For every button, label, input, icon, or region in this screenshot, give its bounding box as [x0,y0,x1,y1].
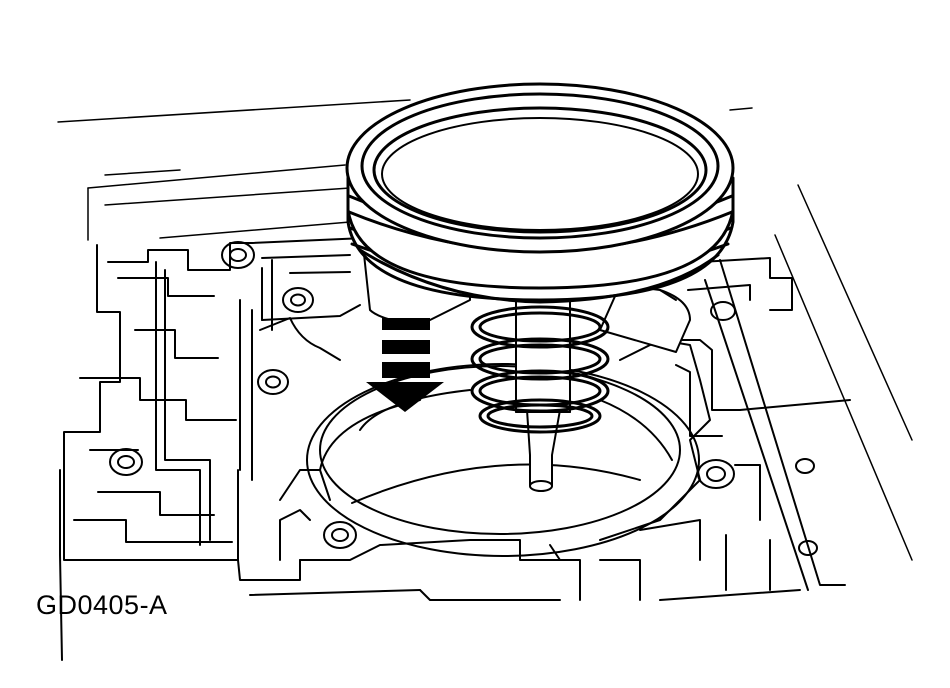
servo-piston-assembly [345,82,735,492]
bolt-hole [109,448,143,476]
figure-code: GD0405-A [36,590,168,620]
transmission-case-outline [57,99,913,561]
bolt-hole [282,287,314,313]
bolt-hole [795,458,815,474]
bolt-hole [221,241,255,269]
piston [345,82,735,304]
downward-direction-arrow [366,318,444,412]
bolt-hole [323,521,357,549]
piston-rod [526,409,561,492]
bolt-holes [109,241,818,556]
bolt-hole [257,369,289,395]
bolt-hole [798,540,818,556]
bolt-hole [710,301,736,321]
bolt-hole [697,459,735,489]
return-spring [470,304,610,434]
valve-body-casting [59,237,851,661]
